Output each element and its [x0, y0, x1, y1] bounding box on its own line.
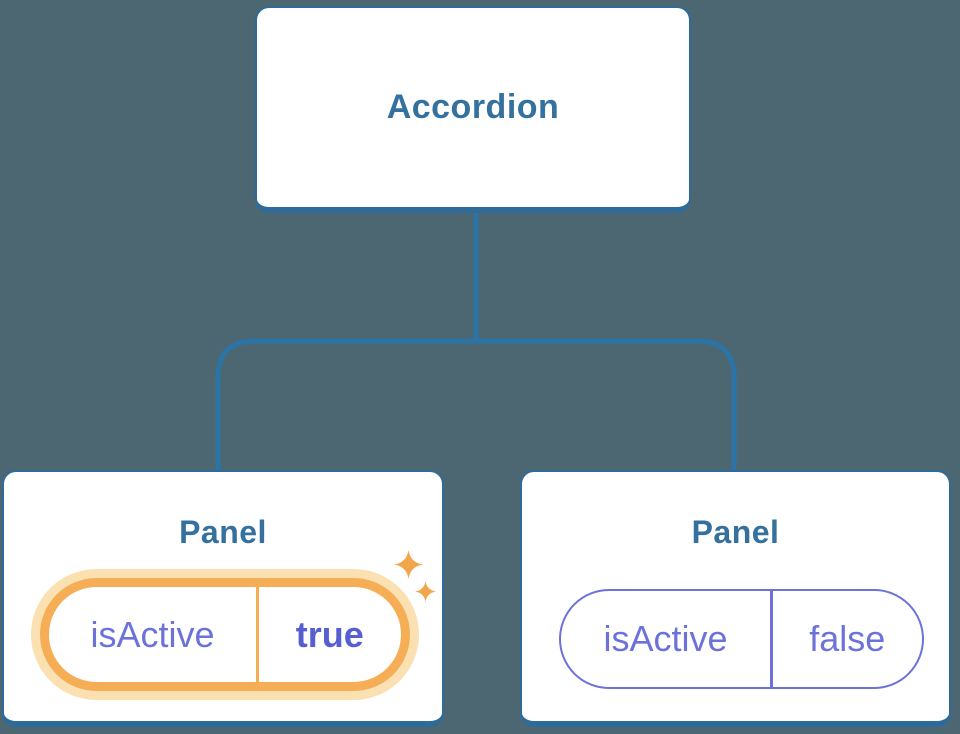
pill-divider — [256, 587, 259, 682]
panel-node-active: Panel isActive true — [2, 470, 444, 727]
accordion-node: Accordion — [255, 6, 691, 213]
connector-branch — [215, 338, 737, 471]
prop-name-label: isActive — [90, 613, 215, 655]
prop-value-label: false — [809, 618, 886, 659]
pill-divider — [770, 591, 773, 687]
state-pill-active: isActive true — [40, 578, 410, 691]
panel-node-inactive: Panel isActive false — [520, 470, 951, 727]
panel-title: Panel — [691, 514, 780, 550]
sparkle-small — [415, 581, 436, 602]
accordion-node-label: Accordion — [386, 88, 560, 126]
state-pill-inactive: isActive false — [559, 589, 924, 689]
panel-title: Panel — [179, 514, 267, 550]
prop-value-label: true — [295, 613, 364, 655]
prop-name-label: isActive — [603, 618, 728, 659]
sparkle-large — [394, 550, 423, 579]
